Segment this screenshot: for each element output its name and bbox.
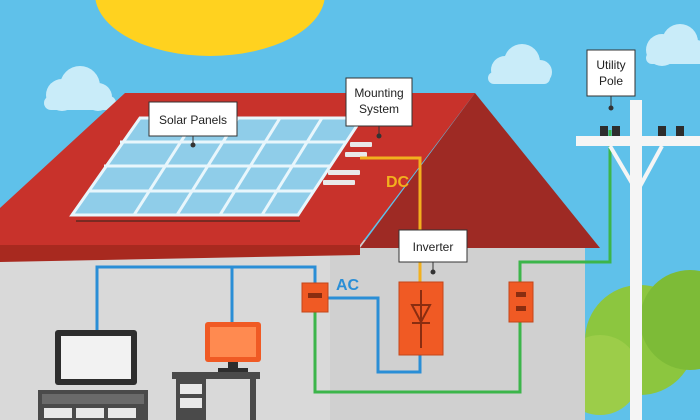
grid-wiring	[313, 130, 612, 394]
roof-edge	[0, 245, 360, 262]
utility-pole-label-line1: Utility	[596, 58, 625, 72]
mounting-system-callout: Mounting System	[345, 77, 413, 139]
inverter-box	[398, 281, 444, 356]
cloud-left	[44, 66, 116, 111]
utility-pole-callout: Utility Pole	[586, 49, 636, 111]
computer-monitor	[205, 322, 261, 372]
ac-label: AC	[336, 277, 360, 294]
computer-desk	[172, 372, 260, 420]
utility-pole	[576, 100, 700, 420]
mounting-system-label-line2: System	[359, 102, 399, 116]
cloud-right-top	[646, 24, 700, 66]
dc-label: DC	[386, 174, 410, 191]
mounting-system-label-line1: Mounting	[354, 86, 403, 100]
television	[55, 330, 137, 385]
inverter-label: Inverter	[413, 240, 454, 254]
ac-breaker-box	[301, 282, 329, 313]
utility-pole-label-line2: Pole	[599, 74, 623, 88]
inverter-callout: Inverter	[398, 229, 468, 275]
utility-meter-box	[508, 281, 534, 323]
cloud-right-mid	[488, 44, 552, 84]
solar-panels-label: Solar Panels	[159, 113, 227, 127]
tv-stand	[38, 390, 148, 420]
solar-panel-array	[69, 116, 365, 222]
solar-panels-callout: Solar Panels	[148, 101, 238, 148]
ac-wiring	[95, 265, 422, 374]
mounting-brackets	[323, 142, 372, 185]
sun-shape	[95, 0, 325, 56]
